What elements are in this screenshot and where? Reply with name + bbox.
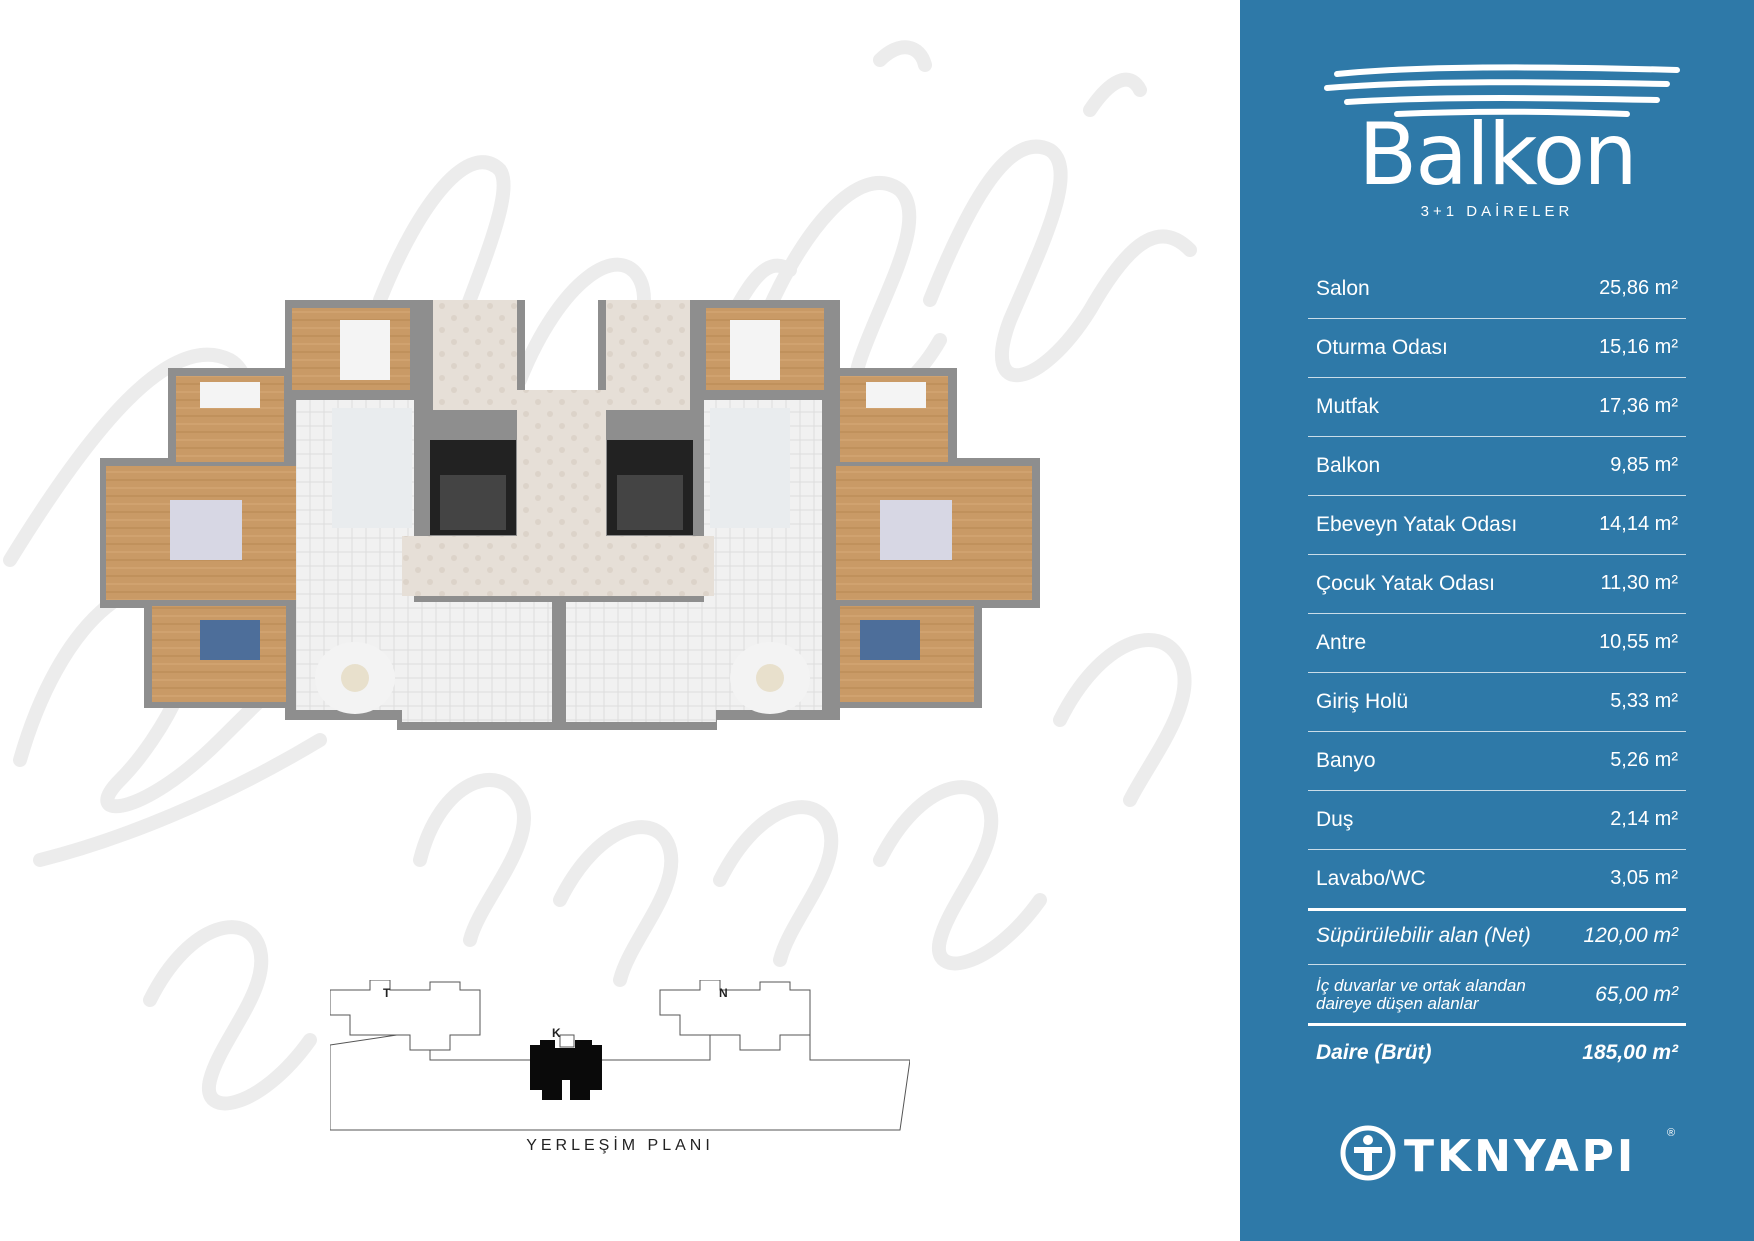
area-value: 10,55 m²	[1599, 631, 1678, 653]
area-value: 17,36 m²	[1599, 395, 1678, 417]
company-logo: TKNYAPI ®	[1340, 1125, 1680, 1185]
area-value: 5,26 m²	[1610, 749, 1678, 771]
area-row: Antre 10,55 m²	[1308, 614, 1686, 673]
net-area-value: 120,00 m²	[1583, 924, 1678, 947]
area-row: Ebeveyn Yatak Odası 14,14 m²	[1308, 496, 1686, 555]
floor-plan-image	[100, 300, 1040, 730]
brand-name: Balkon	[1358, 105, 1637, 205]
common-area-label-line2: daireye düşen alanlar	[1316, 994, 1479, 1013]
area-table: Salon 25,86 m² Oturma Odası 15,16 m² Mutfak 1…	[1308, 260, 1686, 911]
net-area-row: Süpürülebilir alan (Net) 120,00 m²	[1308, 908, 1686, 965]
registered-mark: ®	[1667, 1127, 1676, 1139]
area-row: Lavabo/WC 3,05 m²	[1308, 850, 1686, 911]
company-name: TKNYAPI	[1404, 1131, 1637, 1182]
area-label: Çocuk Yatak Odası	[1316, 572, 1495, 595]
area-value: 14,14 m²	[1599, 513, 1678, 535]
area-row: Oturma Odası 15,16 m²	[1308, 319, 1686, 378]
area-label: Oturma Odası	[1316, 336, 1448, 359]
area-label: Balkon	[1316, 454, 1381, 477]
plan-area: T N K YERLEŞİM PLANI	[3, 40, 1197, 1154]
info-panel: Balkon 3+1 DAİRELER Salon 25,86 m² Oturma …	[1240, 0, 1754, 1241]
area-value: 3,05 m²	[1610, 867, 1678, 889]
site-plan-image	[330, 980, 910, 1131]
area-label: Antre	[1316, 631, 1367, 654]
wave-logo-icon	[1324, 64, 1680, 117]
gross-area-label: Daire (Brüt)	[1316, 1041, 1432, 1064]
common-area-label-line1: İç duvarlar ve ortak alandan	[1316, 976, 1526, 995]
area-value: 5,33 m²	[1610, 690, 1678, 712]
site-label-n: N	[719, 986, 728, 1000]
area-value: 15,16 m²	[1599, 336, 1678, 358]
gross-area-value: 185,00 m²	[1582, 1041, 1678, 1064]
area-summary: Süpürülebilir alan (Net) 120,00 m² İç du…	[1308, 908, 1686, 1082]
area-label: Banyo	[1316, 749, 1376, 772]
area-label: Salon	[1316, 277, 1370, 300]
area-label: Mutfak	[1316, 395, 1380, 418]
area-value: 25,86 m²	[1599, 277, 1678, 299]
area-value: 9,85 m²	[1610, 454, 1678, 476]
area-value: 2,14 m²	[1610, 808, 1678, 830]
site-plan-caption: YERLEŞİM PLANI	[526, 1137, 714, 1154]
common-area-value: 65,00 m²	[1595, 983, 1678, 1006]
site-label-t: T	[383, 986, 391, 1000]
tkn-logo-icon	[1340, 1125, 1396, 1181]
area-label: Lavabo/WC	[1316, 867, 1426, 890]
area-label: Duş	[1316, 808, 1354, 831]
area-label: Ebeveyn Yatak Odası	[1316, 513, 1518, 536]
area-row: Mutfak 17,36 m²	[1308, 378, 1686, 437]
area-row: Giriş Holü 5,33 m²	[1308, 673, 1686, 732]
area-label: Giriş Holü	[1316, 690, 1409, 713]
area-row: Banyo 5,26 m²	[1308, 732, 1686, 791]
area-row: Salon 25,86 m²	[1308, 260, 1686, 319]
area-value: 11,30 m²	[1600, 572, 1678, 594]
brand-subtitle: 3+1 DAİRELER	[1420, 203, 1574, 220]
area-row: Duş 2,14 m²	[1308, 791, 1686, 850]
gross-area-row: Daire (Brüt) 185,00 m²	[1308, 1026, 1686, 1082]
area-row: Çocuk Yatak Odası 11,30 m²	[1308, 555, 1686, 614]
area-row: Balkon 9,85 m²	[1308, 437, 1686, 496]
site-label-k: K	[552, 1026, 561, 1040]
net-area-label: Süpürülebilir alan (Net)	[1316, 924, 1531, 947]
